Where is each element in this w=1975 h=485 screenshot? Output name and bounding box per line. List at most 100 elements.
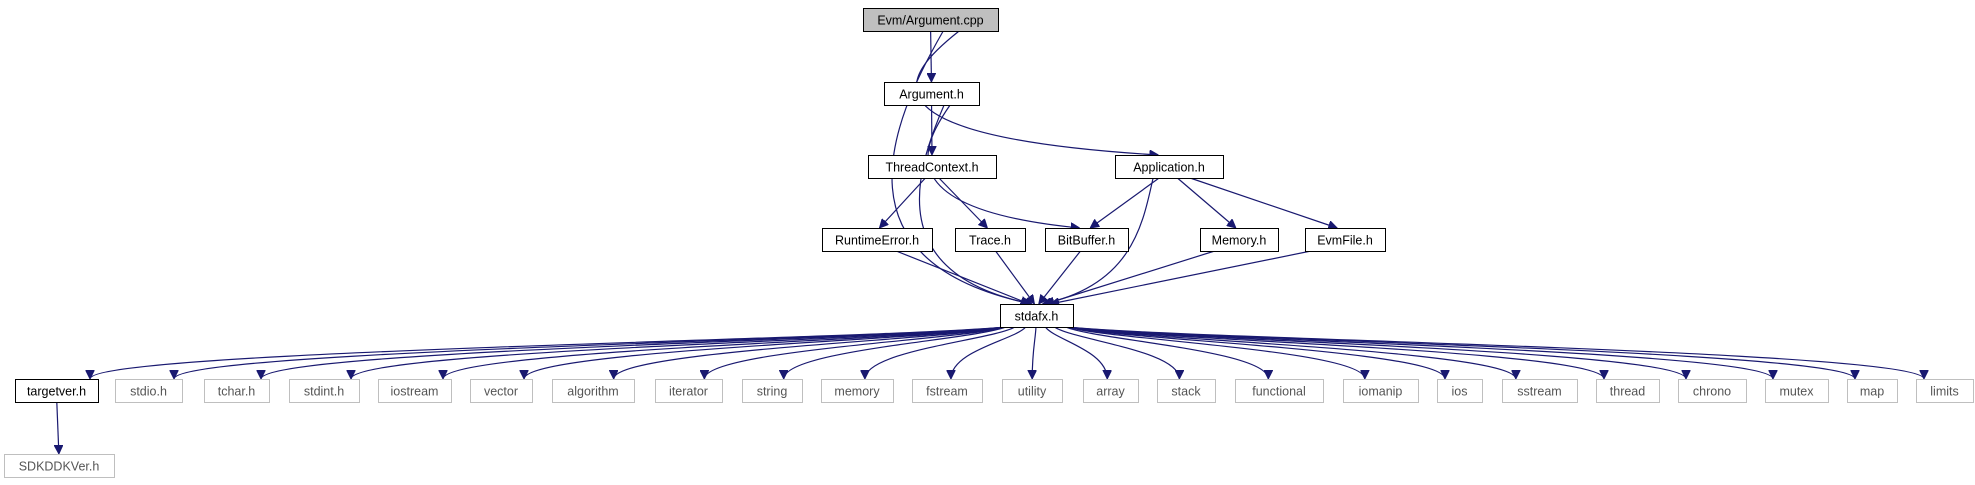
edge-application_h-to-evmfile_h (1189, 177, 1337, 228)
node-vector[interactable]: vector (470, 379, 533, 403)
node-memory[interactable]: memory (821, 379, 894, 403)
node-label: algorithm (567, 385, 618, 399)
node-argument-cpp[interactable]: Evm/Argument.cpp (863, 8, 999, 32)
node-label: map (1860, 385, 1884, 399)
node-box (1678, 379, 1747, 403)
node-box (955, 228, 1026, 252)
node-box (1916, 379, 1974, 403)
edge-stdafx_h-to-thread (1066, 326, 1604, 380)
edge-stdafx_h-to-algorithm (614, 326, 1007, 380)
edge-stdafx_h-to-stack (1054, 326, 1179, 380)
node-targetver-h[interactable]: targetver.h (15, 379, 99, 403)
node-label: EvmFile.h (1317, 234, 1373, 248)
node-box (15, 379, 99, 403)
node-label: SDKDDKVer.h (19, 460, 100, 474)
node-box (1502, 379, 1578, 403)
node-box (1765, 379, 1829, 403)
node-label: Evm/Argument.cpp (877, 14, 983, 28)
node-evmfile-h[interactable]: EvmFile.h (1305, 228, 1386, 252)
node-label: mutex (1779, 385, 1814, 399)
node-application-h[interactable]: Application.h (1115, 155, 1224, 179)
edge-runtimeerror_h-to-stdafx_h (895, 250, 1029, 304)
node-label: string (757, 385, 788, 399)
edge-bitbuffer_h-to-stdafx_h (1039, 250, 1081, 304)
node-iterator[interactable]: iterator (655, 379, 723, 403)
node-utility[interactable]: utility (1002, 379, 1063, 403)
edge-threadcontext_h-to-trace_h (938, 177, 987, 228)
node-chrono[interactable]: chrono (1678, 379, 1747, 403)
edge-stdafx_h-to-limits (1066, 326, 1924, 380)
node-fstream[interactable]: fstream (912, 379, 983, 403)
node-label: chrono (1693, 385, 1731, 399)
node-label: ThreadContext.h (885, 161, 978, 175)
node-box (1200, 228, 1279, 252)
node-box (1437, 379, 1483, 403)
node-thread[interactable]: thread (1596, 379, 1660, 403)
node-runtimeerror-h[interactable]: RuntimeError.h (822, 228, 933, 252)
node-array[interactable]: array (1083, 379, 1139, 403)
node-bitbuffer-h[interactable]: BitBuffer.h (1045, 228, 1129, 252)
node-label: utility (1018, 385, 1047, 399)
node-box (822, 228, 933, 252)
node-iomanip[interactable]: iomanip (1343, 379, 1419, 403)
node-box (470, 379, 533, 403)
node-iostream[interactable]: iostream (378, 379, 452, 403)
node-ios[interactable]: ios (1437, 379, 1483, 403)
node-label: array (1096, 385, 1125, 399)
edge-stdafx_h-to-chrono (1066, 326, 1686, 380)
edge-argument_cpp-to-stdafx_h (891, 30, 1032, 304)
node-memory-h[interactable]: Memory.h (1200, 228, 1279, 252)
node-layer: Evm/Argument.cppArgument.hThreadContext.… (4, 8, 1974, 478)
node-stdafx-h[interactable]: stdafx.h (1000, 304, 1074, 328)
node-sdkddkver-h[interactable]: SDKDDKVer.h (4, 454, 115, 478)
node-stdint-h[interactable]: stdint.h (289, 379, 360, 403)
edge-memory_h-to-stdafx_h (1045, 250, 1215, 304)
node-label: stdint.h (304, 385, 344, 399)
node-box (378, 379, 452, 403)
node-label: functional (1252, 385, 1306, 399)
node-label: thread (1610, 385, 1645, 399)
node-mutex[interactable]: mutex (1765, 379, 1829, 403)
node-label: memory (834, 385, 880, 399)
node-label: tchar.h (218, 385, 256, 399)
node-box (655, 379, 723, 403)
node-box (4, 454, 115, 478)
node-box (1157, 379, 1216, 403)
node-string[interactable]: string (742, 379, 803, 403)
node-limits[interactable]: limits (1916, 379, 1974, 403)
node-box (204, 379, 270, 403)
node-box (1343, 379, 1419, 403)
node-label: Memory.h (1212, 234, 1267, 248)
node-trace-h[interactable]: Trace.h (955, 228, 1026, 252)
node-box (1000, 304, 1074, 328)
node-algorithm[interactable]: algorithm (552, 379, 635, 403)
node-box (1596, 379, 1660, 403)
edge-stdafx_h-to-ios (1066, 326, 1445, 380)
edge-application_h-to-bitbuffer_h (1090, 177, 1160, 228)
node-stack[interactable]: stack (1157, 379, 1216, 403)
node-label: Argument.h (899, 88, 964, 102)
edge-stdafx_h-to-fstream (951, 326, 1027, 380)
node-label: stdafx.h (1015, 310, 1059, 324)
node-threadcontext-h[interactable]: ThreadContext.h (868, 155, 997, 179)
node-stdio-h[interactable]: stdio.h (115, 379, 183, 403)
node-label: iterator (669, 385, 708, 399)
node-sstream[interactable]: sstream (1502, 379, 1578, 403)
edge-stdafx_h-to-utility (1032, 326, 1036, 379)
node-argument-h[interactable]: Argument.h (884, 82, 980, 106)
node-box (552, 379, 635, 403)
node-label: Application.h (1133, 161, 1205, 175)
node-map[interactable]: map (1847, 379, 1898, 403)
node-label: vector (484, 385, 518, 399)
edge-targetver_h-to-sdkddkver_h (57, 401, 59, 454)
node-box (1305, 228, 1386, 252)
node-label: iomanip (1359, 385, 1403, 399)
edge-stdafx_h-to-string (784, 326, 1007, 380)
node-functional[interactable]: functional (1235, 379, 1324, 403)
edge-application_h-to-memory_h (1177, 177, 1236, 228)
node-tchar-h[interactable]: tchar.h (204, 379, 270, 403)
node-label: fstream (926, 385, 968, 399)
edge-threadcontext_h-to-runtimeerror_h (879, 177, 926, 228)
node-label: RuntimeError.h (835, 234, 919, 248)
